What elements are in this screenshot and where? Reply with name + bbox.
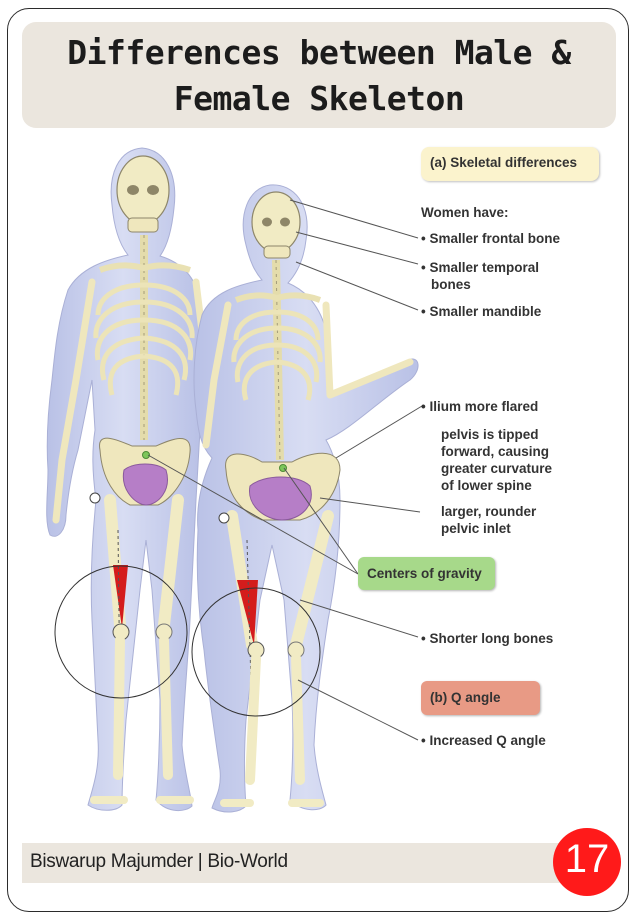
male-knee-circle: [54, 565, 188, 699]
temporal-bone-label-1: • Smaller temporal: [421, 260, 540, 275]
section-b-label: (b) Q angle: [430, 690, 501, 705]
pelvis-tipped-line-4: of lower spine: [441, 478, 532, 493]
male-pelvic-inlet: [122, 463, 168, 506]
title-line-1: Differences between Male &: [67, 33, 571, 72]
page-number: 17: [564, 837, 610, 881]
section-b-box: [421, 681, 540, 715]
leader-lines: [147, 199, 423, 741]
female-pelvic-inlet: [249, 476, 312, 521]
male-figure: [46, 147, 218, 811]
footer-credit: Biswarup Majumder | Bio-World: [30, 851, 288, 872]
temporal-bone-label-2: bones: [431, 277, 471, 292]
pelvis-tipped-line-1: pelvis is tipped: [441, 427, 539, 442]
female-q-angle-wedge: [237, 580, 258, 645]
slide-title: Differences between Male & Female Skelet…: [22, 30, 616, 122]
frontal-bone-label: • Smaller frontal bone: [421, 231, 561, 246]
male-skull: [116, 155, 170, 225]
pelvic-inlet-line-2: pelvic inlet: [441, 521, 511, 536]
ilium-label: • Ilium more flared: [421, 399, 539, 414]
pelvic-inlet-line-1: larger, rounder: [441, 504, 537, 519]
long-bones-label: • Shorter long bones: [421, 631, 554, 646]
female-figure: [191, 184, 419, 813]
centers-of-gravity-label: Centers of gravity: [367, 566, 482, 581]
mandible-label: • Smaller mandible: [421, 304, 542, 319]
pelvis-tipped-line-3: greater curvature: [441, 461, 553, 476]
section-a-label: (a) Skeletal differences: [430, 155, 578, 170]
male-q-angle-wedge: [113, 565, 128, 628]
pelvis-tipped-line-2: forward, causing: [441, 444, 550, 459]
title-banner: [22, 22, 616, 128]
female-knee-circle: [191, 587, 321, 717]
page-number-badge: 17: [553, 828, 621, 896]
women-have-label: Women have:: [421, 205, 509, 220]
title-line-2: Female Skeleton: [173, 79, 465, 118]
q-angle-label: • Increased Q angle: [421, 733, 546, 748]
section-a-box: [421, 147, 599, 181]
centers-of-gravity-box: [358, 557, 495, 590]
footer-bar: [22, 843, 562, 883]
